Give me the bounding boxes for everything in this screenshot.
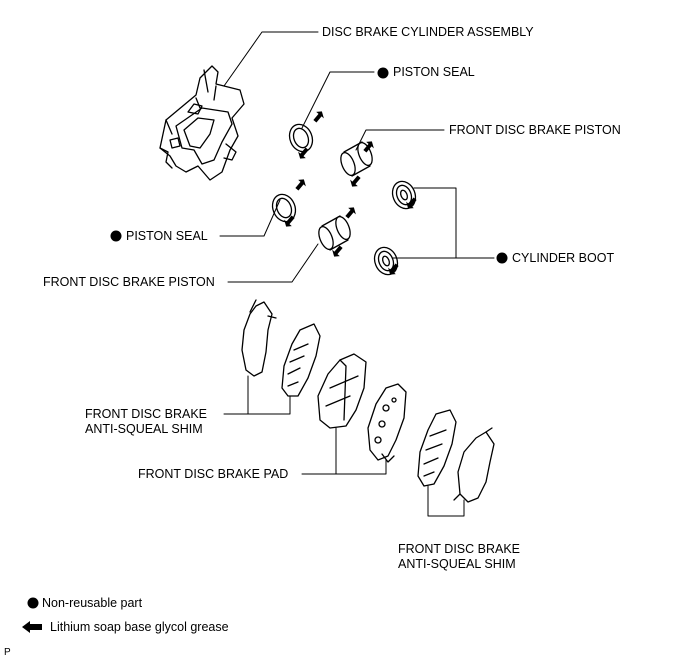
- shim-right-inner-part: [417, 409, 457, 487]
- corner-mark: P: [4, 647, 11, 658]
- shim-left-label-line1: FRONT DISC BRAKE: [85, 407, 208, 421]
- shim-left-label: FRONT DISC BRAKE ANTI-SQUEAL SHIM: [85, 407, 207, 437]
- piston-lower-label: FRONT DISC BRAKE PISTON: [43, 275, 215, 289]
- piston-seal-upper-label: PISTON SEAL: [393, 65, 475, 79]
- legend-non-reusable: Non-reusable part: [42, 596, 143, 610]
- shim-left-label-line2: ANTI-SQUEAL SHIM: [85, 422, 203, 436]
- piston-seal-lower-label: PISTON SEAL: [126, 229, 208, 243]
- pad-outer-part: [317, 353, 367, 429]
- shim-right-label-line1: FRONT DISC BRAKE: [398, 542, 521, 556]
- piston-upper-label: FRONT DISC BRAKE PISTON: [449, 123, 621, 137]
- grease-arrows: [284, 111, 417, 275]
- pad-label: FRONT DISC BRAKE PAD: [138, 467, 289, 481]
- non-reusable-markers: [27, 67, 508, 609]
- piston-seal-upper-part: [288, 123, 314, 153]
- black-arrow-icon: [22, 621, 42, 633]
- pad-inner-part: [367, 383, 407, 463]
- shim-left-inner-part: [281, 323, 321, 397]
- cylinder-boot-upper-part: [391, 180, 417, 210]
- leader-lines: [219, 31, 495, 517]
- caliper-label: DISC BRAKE CYLINDER ASSEMBLY: [322, 25, 534, 39]
- piston-upper-part: [340, 141, 373, 177]
- shim-left-outer-part: [241, 299, 277, 377]
- piston-seal-lower-part: [271, 193, 297, 223]
- shim-right-outer-part: [453, 427, 495, 503]
- legend-grease: Lithium soap base glycol grease: [50, 620, 229, 634]
- shim-right-label: FRONT DISC BRAKE ANTI-SQUEAL SHIM: [398, 542, 520, 572]
- cylinder-boot-lower-part: [373, 246, 399, 276]
- piston-lower-part: [318, 215, 351, 251]
- shim-right-label-line2: ANTI-SQUEAL SHIM: [398, 557, 516, 571]
- cylinder-boot-label: CYLINDER BOOT: [512, 251, 615, 265]
- caliper-part: [159, 65, 245, 181]
